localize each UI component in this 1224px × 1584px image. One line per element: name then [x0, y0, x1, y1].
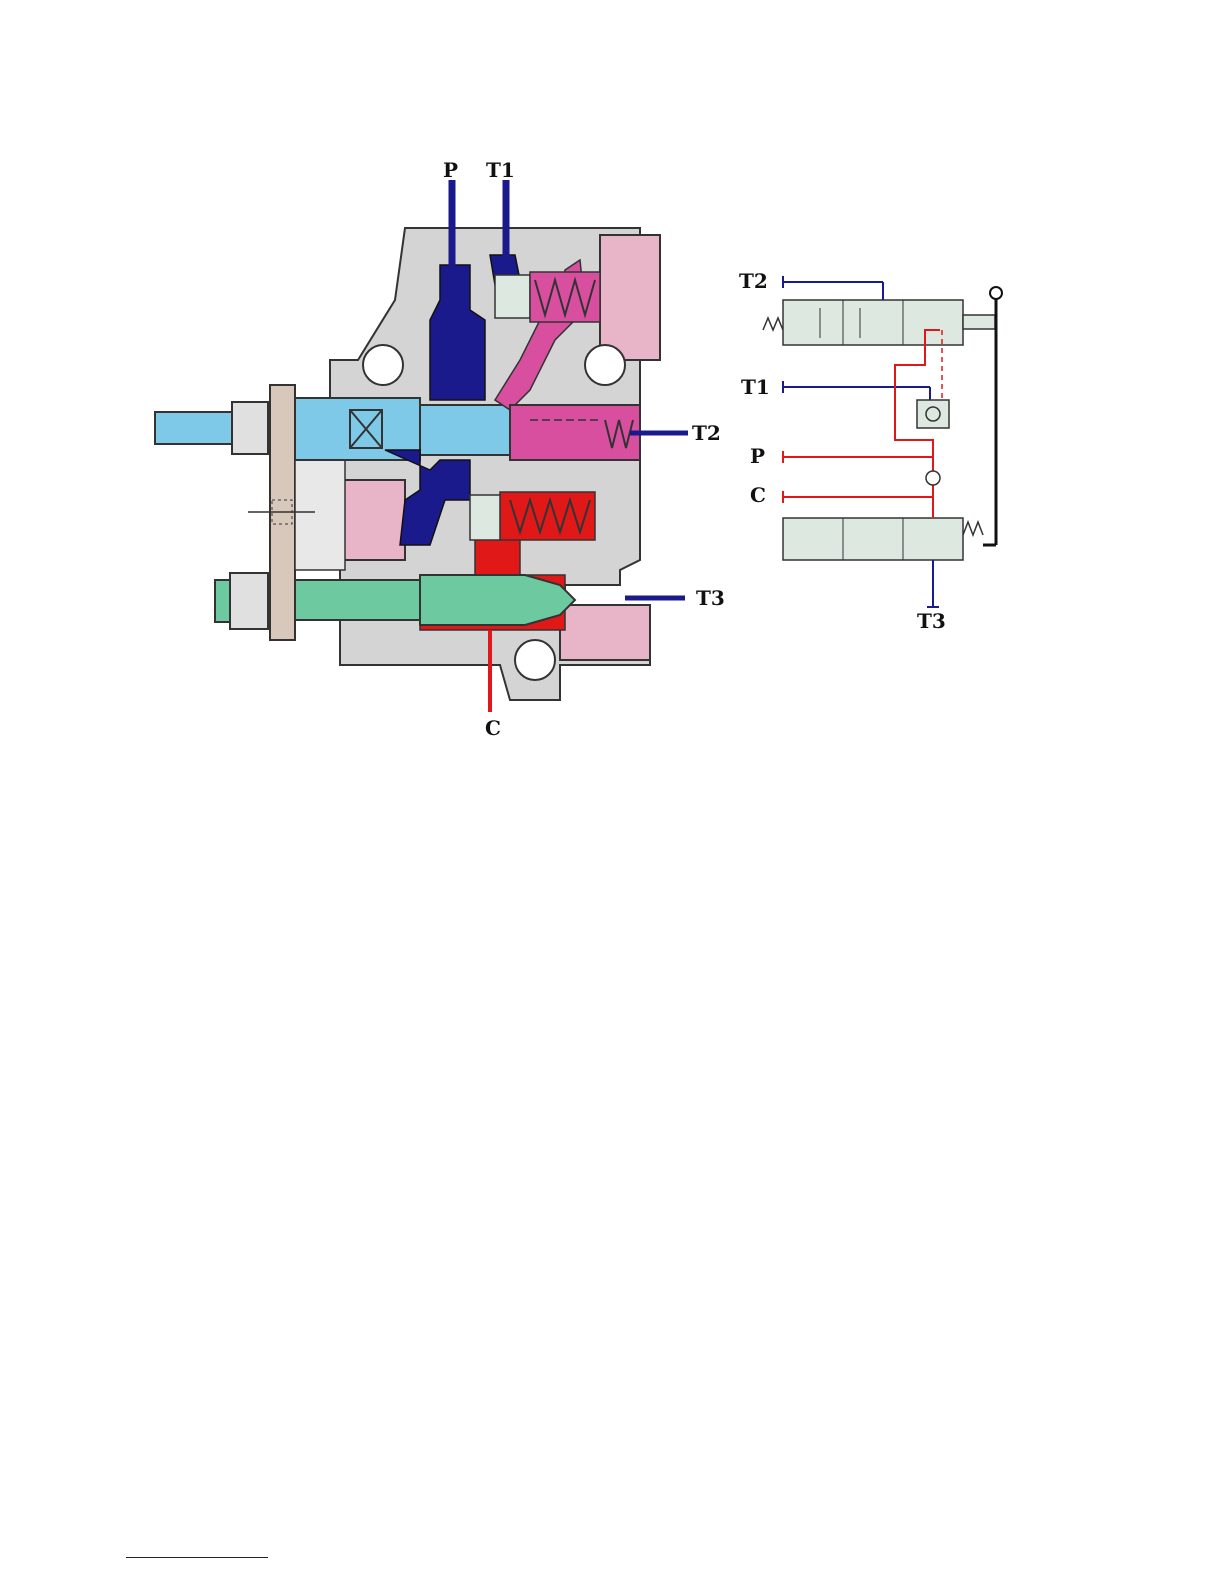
- cs-label-t3: T3: [696, 586, 725, 610]
- cs-label-p: P: [443, 158, 458, 182]
- lower-spool-body: [295, 580, 430, 620]
- cs-label-t1: T1: [486, 158, 515, 182]
- pilot-spool: [510, 405, 640, 460]
- cs-label-c: C: [485, 716, 501, 740]
- lever-knob: [990, 287, 1002, 299]
- bolt-hole-upper-left: [363, 345, 403, 385]
- lower-spool-tip: [420, 575, 575, 625]
- upper-spring-symbol: [763, 318, 783, 330]
- pilot-cap-upper: [600, 235, 660, 360]
- sch-label-p: P: [750, 444, 765, 468]
- upper-nut-1: [232, 402, 268, 454]
- pilot-cap-lower: [560, 605, 650, 660]
- bolt-hole-upper-right: [585, 345, 625, 385]
- lower-nut: [230, 573, 268, 629]
- sch-label-t3: T3: [917, 609, 946, 633]
- sch-label-t1: T1: [741, 375, 770, 399]
- check-valve: [926, 471, 940, 485]
- upper-spool-shaft: [155, 412, 235, 444]
- upper-valve-block: [783, 300, 963, 345]
- sch-label-c: C: [750, 483, 766, 507]
- schematic-view: T2 T1 P C T3: [739, 269, 1002, 633]
- upper-poppet: [495, 275, 530, 318]
- lower-poppet: [470, 495, 500, 540]
- sch-label-t2: T2: [739, 269, 768, 293]
- cross-section-view: P T1 T2 T3 C: [155, 158, 725, 740]
- lower-valve-block: [783, 518, 963, 560]
- footnote-rule: [126, 1557, 268, 1558]
- bolt-hole-lower: [515, 640, 555, 680]
- cs-label-t2: T2: [692, 421, 721, 445]
- upper-spool-land: [420, 405, 510, 455]
- shuttle-valve: [917, 400, 949, 428]
- lower-spring-symbol: [963, 522, 983, 535]
- pilot-block-left: [340, 480, 405, 560]
